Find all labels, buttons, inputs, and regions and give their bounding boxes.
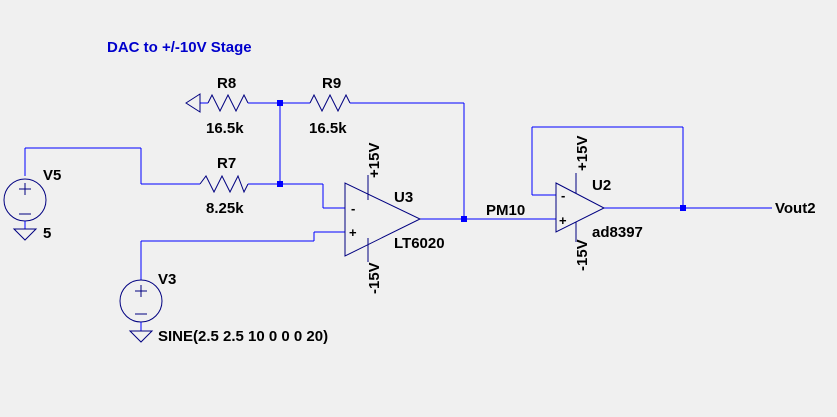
resistor-zigzag-icon (207, 93, 249, 113)
u2-minus-pin-label: - (561, 188, 565, 203)
u3-plus-pin-label: + (349, 225, 357, 240)
r7-value-label: 8.25k (206, 200, 244, 217)
junctions (277, 100, 686, 222)
schematic-title: DAC to +/-10V Stage (107, 39, 252, 56)
ground-icon (128, 330, 154, 343)
voltage-source-v3[interactable]: V3 SINE(2.5 2.5 10 0 0 0 20) (119, 271, 328, 345)
u3-part-label: LT6020 (394, 235, 445, 252)
resistor-r7[interactable]: R7 8.25k (199, 155, 249, 217)
opamp-triangle-icon (555, 182, 606, 233)
net-label-vout: Vout2 (775, 200, 816, 217)
junction-dot (277, 181, 283, 187)
resistor-zigzag-icon (309, 93, 351, 113)
wires (24, 102, 772, 280)
junction-dot (680, 205, 686, 211)
u2-plus-pin-label: + (559, 213, 567, 228)
r8-ref-label: R8 (217, 75, 236, 92)
v5-ref-label: V5 (43, 167, 61, 184)
u3-vneg-label: -15V (366, 262, 383, 294)
resistor-r9[interactable]: R9 16.5k (309, 75, 351, 137)
ground-icon (12, 228, 38, 241)
r8-value-label: 16.5k (206, 120, 244, 137)
opamp-triangle-icon (344, 182, 422, 257)
ground-arrow-icon (185, 93, 201, 113)
v3-ref-label: V3 (158, 271, 176, 288)
opamp-u2[interactable]: - + +15V -15V U2 ad8397 (555, 136, 643, 271)
voltage-source-v5[interactable]: V5 5 (3, 167, 61, 242)
u2-part-label: ad8397 (592, 224, 643, 241)
u2-ref-label: U2 (592, 177, 611, 194)
r9-ref-label: R9 (322, 75, 341, 92)
u3-ref-label: U3 (394, 189, 413, 206)
r7-ref-label: R7 (217, 155, 236, 172)
v5-value-label: 5 (43, 225, 51, 242)
opamp-u3[interactable]: - + +15V -15V U3 LT6020 (344, 143, 445, 294)
resistor-zigzag-icon (199, 174, 249, 194)
v3-value-label: SINE(2.5 2.5 10 0 0 0 20) (158, 328, 328, 345)
junction-dot (461, 216, 467, 222)
r9-value-label: 16.5k (309, 120, 347, 137)
resistor-r8[interactable]: R8 16.5k (185, 75, 249, 137)
net-label-pm10: PM10 (486, 202, 525, 219)
junction-dot (277, 100, 283, 106)
u3-vpos-label: +15V (366, 143, 383, 178)
u2-vpos-label: +15V (574, 136, 591, 171)
u3-minus-pin-label: - (351, 201, 355, 216)
u2-vneg-label: -15V (574, 239, 591, 271)
